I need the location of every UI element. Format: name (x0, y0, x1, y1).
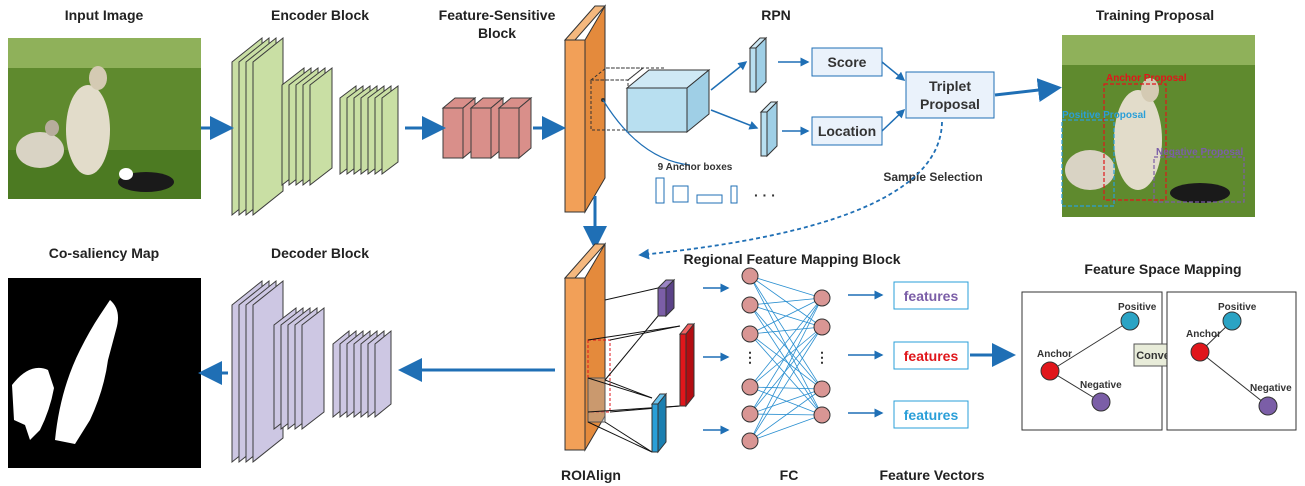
svg-text:features: features (904, 407, 959, 423)
fc-edge (749, 388, 823, 442)
input-image (8, 38, 201, 199)
title-fc: FC (780, 467, 799, 483)
decoder-block (231, 279, 392, 464)
title-regional-feature-mapping: Regional Feature Mapping Block (683, 251, 900, 267)
fc-edge (749, 326, 823, 335)
title-roialign: ROIAlign (561, 467, 621, 483)
rpn-arrows (710, 57, 906, 136)
fc-edge (749, 326, 823, 442)
anchor-label-after: Anchor (1186, 329, 1221, 340)
svg-text:features: features (904, 348, 959, 364)
positive-proposal-label: Positive Proposal (1062, 110, 1146, 121)
positive-label-before: Positive (1118, 302, 1157, 313)
title-feature-space-mapping: Feature Space Mapping (1084, 261, 1241, 277)
fc-ellipsis-right: ⋮ (815, 349, 829, 365)
fc-edge (749, 275, 823, 390)
fc-node (741, 296, 759, 314)
fc-node (813, 289, 831, 307)
fc-edge (749, 297, 823, 335)
roi-to-fc-arrows (703, 283, 730, 435)
svg-text:Triplet: Triplet (929, 78, 971, 94)
title-feature-sensitive-block: Block (478, 25, 516, 41)
fc-connections (749, 275, 823, 442)
title-feature-sensitive: Feature-Sensitive (439, 7, 556, 23)
fc-edge (749, 388, 823, 415)
fc-node (741, 432, 759, 450)
rpn-cube (602, 67, 711, 166)
title-input-image: Input Image (65, 7, 144, 23)
fc-edge (749, 297, 823, 442)
fc-edge (749, 275, 823, 416)
anchor-proposal-label: Anchor Proposal (1106, 73, 1187, 84)
fc-node (741, 405, 759, 423)
fc-edge (749, 386, 823, 416)
score-box: Score (811, 47, 883, 77)
fc-edge (749, 304, 823, 416)
anchor-ellipsis: · · · (754, 187, 776, 203)
fc-edge (749, 326, 823, 415)
anchor-label-before: Anchor (1037, 349, 1072, 360)
title-training-proposal: Training Proposal (1096, 7, 1214, 23)
fc-edge (749, 333, 823, 416)
fc-edge (749, 304, 823, 390)
svg-text:Location: Location (818, 123, 876, 139)
svg-text:Proposal: Proposal (920, 96, 980, 112)
svg-text:features: features (904, 288, 959, 304)
anchor-boxes (655, 177, 738, 204)
title-co-saliency-map: Co-saliency Map (49, 245, 159, 261)
negative-label-before: Negative (1080, 380, 1122, 391)
title-rpn: RPN (761, 7, 791, 23)
bottom-arrows (198, 343, 1016, 385)
fc-edge (749, 297, 823, 388)
rpn-outputs (748, 36, 779, 158)
fc-edge (749, 333, 823, 390)
fc-edge (749, 413, 823, 416)
fc-ellipsis-left: ⋮ (743, 349, 757, 365)
feature-space-after: Positive Anchor Negative (1166, 291, 1297, 431)
feature-map-bottom (563, 242, 611, 452)
co-saliency-map (8, 278, 201, 468)
positive-label-after: Positive (1218, 302, 1257, 313)
title-encoder-block: Encoder Block (271, 7, 369, 23)
feature-box-1: features (893, 281, 969, 310)
fc-edge (749, 275, 823, 299)
fc-node (741, 378, 759, 396)
sample-selection-label: Sample Selection (883, 170, 982, 184)
fc-node (741, 267, 759, 285)
sample-selection-arrow (638, 121, 943, 260)
title-feature-vectors: Feature Vectors (879, 467, 984, 483)
fc-edge (749, 386, 823, 390)
top-arrows (201, 78, 1062, 250)
triplet-proposal-box: Triplet Proposal (905, 71, 995, 119)
feature-box-3: features (893, 400, 969, 429)
fc-edge (749, 297, 823, 415)
fc-nodes (741, 267, 831, 450)
fc-edge (749, 414, 823, 442)
negative-label-after: Negative (1250, 383, 1292, 394)
fc-node (813, 380, 831, 398)
title-decoder-block: Decoder Block (271, 245, 369, 261)
fc-edge (749, 297, 823, 306)
fc-node (741, 325, 759, 343)
svg-text:Score: Score (828, 54, 867, 70)
fc-node (813, 318, 831, 336)
location-box: Location (811, 116, 883, 146)
encoder-block (231, 36, 399, 217)
roialign-outputs (650, 278, 696, 454)
negative-proposal-label: Negative Proposal (1156, 147, 1243, 158)
feature-map-top (563, 4, 645, 214)
fc-node (813, 406, 831, 424)
fc-to-feature-arrows (848, 290, 884, 418)
anchor-boxes-label: 9 Anchor boxes (658, 162, 733, 173)
training-proposal-image: Anchor Proposal Positive Proposal Negati… (1061, 35, 1255, 217)
fc-edge (749, 326, 823, 388)
feature-box-2: features (893, 341, 969, 370)
feature-sensitive-block (441, 96, 533, 160)
